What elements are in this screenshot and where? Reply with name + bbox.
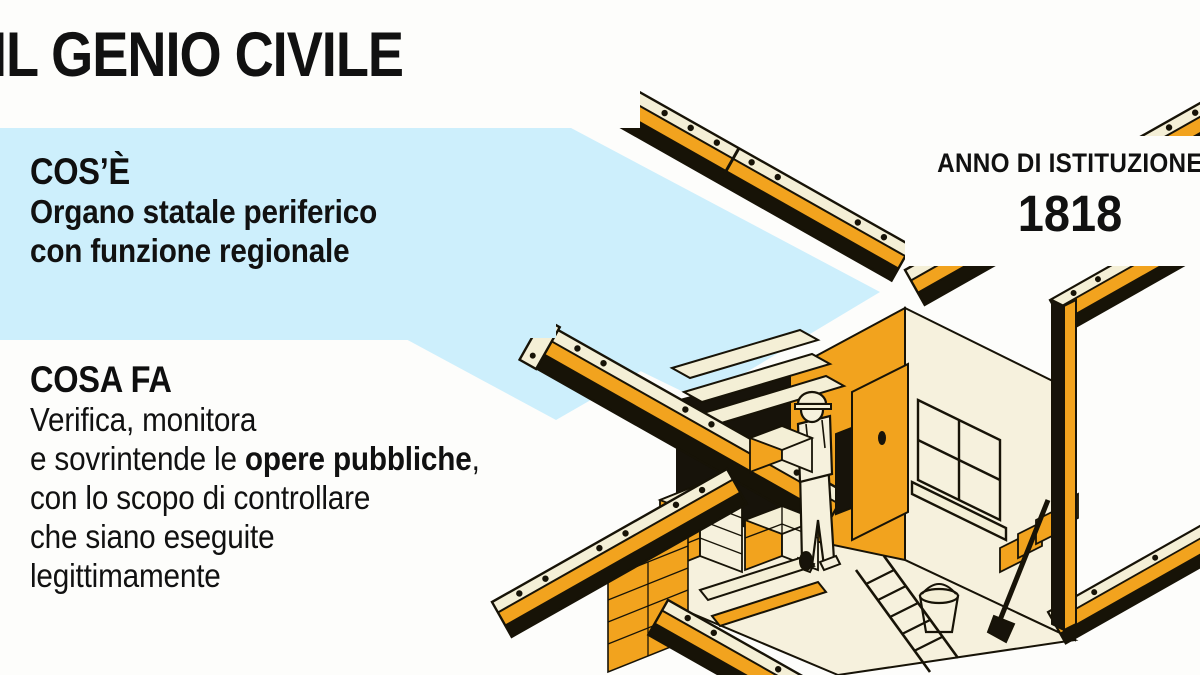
section-cose: COS’È Organo statale periferico con funz… [30, 152, 550, 270]
crate [747, 424, 815, 474]
right-lower-rail [1046, 487, 1200, 645]
section-cosafa: COSA FA Verifica, monitora e sovrintende… [30, 360, 550, 595]
stat-anno-di-istituzione: ANNO DI ISTITUZIONE 1818 [905, 148, 1200, 241]
section-cosafa-heading: COSA FA [30, 359, 172, 400]
duties-line-3: con lo scopo di controllare [30, 479, 371, 516]
window-frame [910, 398, 1008, 542]
ladder [854, 555, 960, 673]
duties-line-2-bold: opere pubbliche [244, 440, 472, 477]
duties-line-2-pre: e sovrintende le [30, 440, 245, 477]
info-panel [0, 128, 556, 338]
stat-value: 1818 [1017, 185, 1123, 242]
title-bar: IL GENIO CIVILE [0, 0, 640, 128]
duties-line-2-post: , [471, 440, 480, 477]
duties-line-2: e sovrintende le opere pubbliche, [30, 439, 498, 478]
stat-label: ANNO DI ISTITUZIONE [937, 148, 1200, 178]
section-cose-body-line1: Organo statale periferico [30, 193, 378, 230]
floor-beam-left [490, 467, 749, 639]
page-title: IL GENIO CIVILE [0, 20, 404, 90]
section-cose-heading: COS’È [30, 151, 131, 192]
doorway [851, 362, 909, 542]
bucket [918, 583, 960, 634]
right-column [1051, 298, 1077, 632]
pipes [698, 551, 828, 628]
section-cose-body: Organo statale periferico con funzione r… [30, 192, 498, 270]
section-cosafa-body: Verifica, monitora e sovrintende le oper… [30, 400, 498, 595]
section-cose-body-line2: con funzione regionale [30, 232, 350, 269]
roof-joists [669, 328, 847, 426]
floor-beam-right [646, 598, 931, 675]
duties-line-4: che siano eseguite [30, 518, 275, 555]
stat-backdrop [905, 136, 1200, 266]
hard-hat [794, 390, 832, 410]
broom [986, 499, 1051, 644]
duties-line-1: Verifica, monitora [30, 401, 257, 438]
duties-line-5: legittimamente [30, 557, 221, 594]
